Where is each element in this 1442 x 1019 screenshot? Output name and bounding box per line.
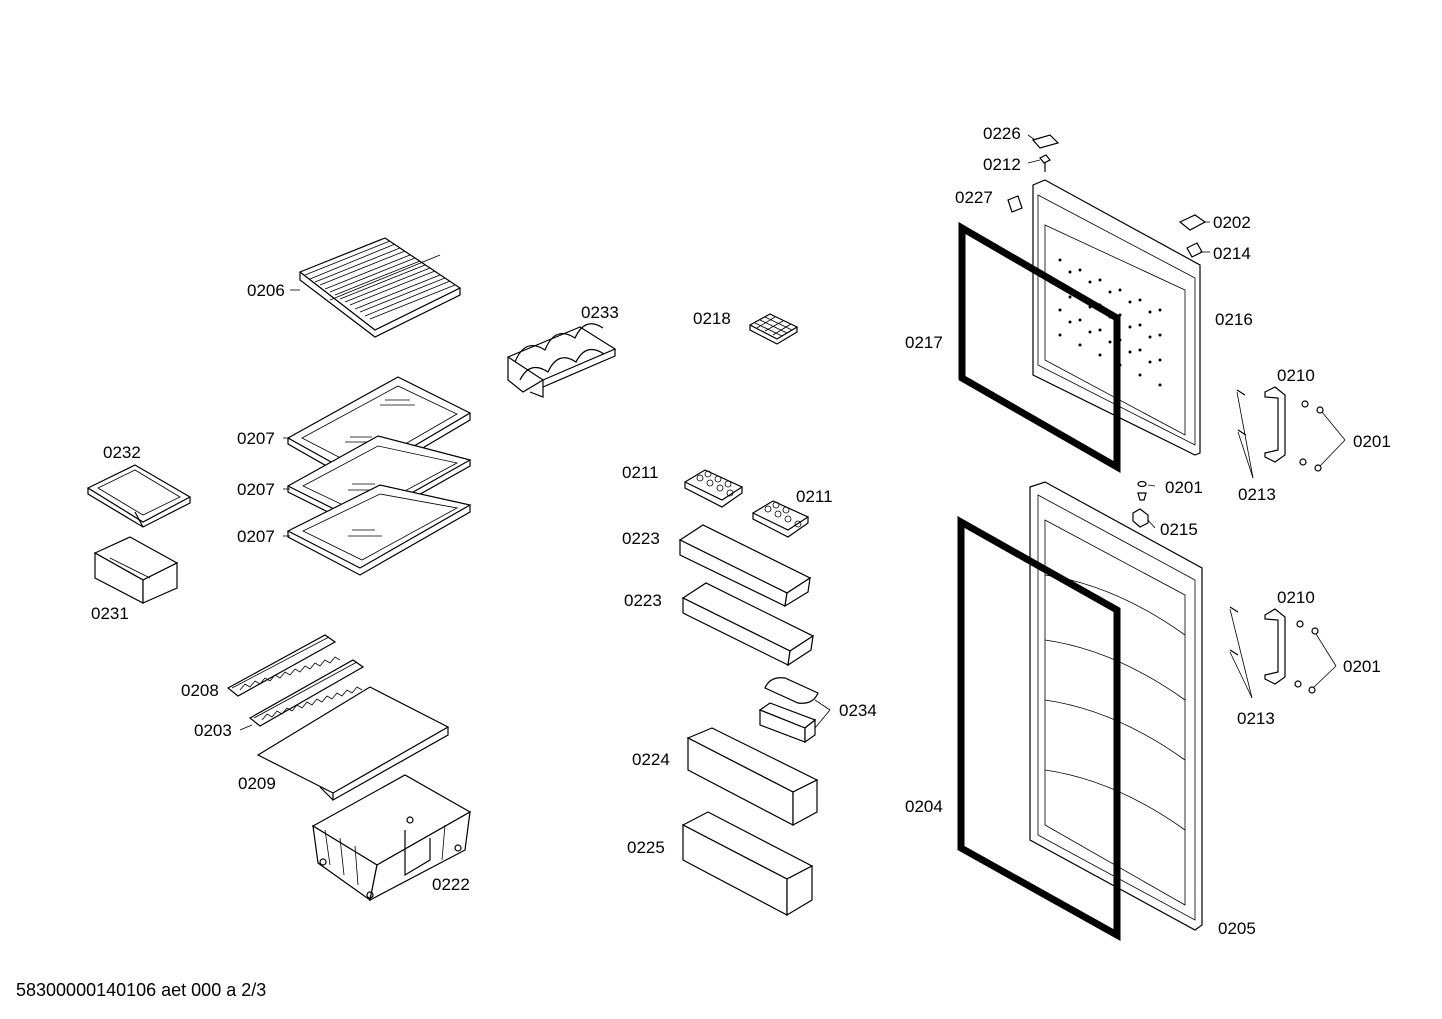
document-footer-code: 58300000140106 aet 000 a 2/3 [16, 980, 267, 1000]
label-0204: 0204 [905, 797, 943, 816]
label-0224: 0224 [632, 750, 670, 769]
label-0223-b: 0223 [624, 591, 662, 610]
hinge-part-0215 [1132, 508, 1149, 528]
handle-part-lower [1229, 606, 1319, 694]
label-0231: 0231 [91, 604, 129, 623]
hinge-cover-part-0226 [1031, 134, 1060, 149]
freezer-gasket-part [958, 221, 1121, 474]
glass-plate-part [256, 686, 450, 802]
label-0201-c: 0201 [1343, 657, 1381, 676]
label-0232: 0232 [103, 443, 141, 462]
pad-part-0227 [1007, 195, 1023, 213]
ice-tray-part [748, 313, 799, 345]
crisper-drawer-part [311, 774, 472, 902]
door-shelf-part-2 [681, 582, 815, 667]
label-0223-a: 0223 [622, 529, 660, 548]
label-0208: 0208 [181, 681, 219, 700]
butter-dish-part [758, 677, 819, 744]
plug-part-0201 [1137, 480, 1147, 501]
bottle-bin-part [681, 811, 814, 917]
label-0213-a: 0213 [1238, 485, 1276, 504]
leader-lines [239, 134, 1346, 731]
small-box-part [93, 536, 179, 604]
label-0227: 0227 [955, 188, 993, 207]
label-0212: 0212 [983, 155, 1021, 174]
label-0234: 0234 [839, 701, 877, 720]
label-0225: 0225 [627, 838, 665, 857]
label-0210-b: 0210 [1277, 588, 1315, 607]
label-0201-a: 0201 [1353, 432, 1391, 451]
label-0209: 0209 [238, 774, 276, 793]
label-0207-a: 0207 [237, 429, 275, 448]
label-0217: 0217 [905, 333, 943, 352]
label-0205: 0205 [1218, 919, 1256, 938]
door-shelf-part-1 [678, 524, 812, 608]
label-0226: 0226 [983, 124, 1021, 143]
label-0202: 0202 [1213, 213, 1251, 232]
label-0214: 0214 [1213, 244, 1251, 263]
handle-part-upper [1236, 386, 1324, 472]
label-0213-b: 0213 [1237, 709, 1275, 728]
label-0211-b: 0211 [796, 487, 833, 506]
label-0233: 0233 [581, 303, 619, 322]
label-0218: 0218 [693, 309, 731, 328]
label-0201-b: 0201 [1165, 478, 1203, 497]
wire-shelf-part [298, 237, 462, 338]
strip-part-0208 [226, 634, 341, 697]
cover-part-0202 [1178, 214, 1207, 231]
label-0207-b: 0207 [237, 480, 275, 499]
label-0203: 0203 [194, 721, 232, 740]
label-0207-c: 0207 [237, 527, 275, 546]
label-0222: 0222 [432, 875, 470, 894]
egg-tray-part-2 [751, 500, 810, 538]
label-0216: 0216 [1215, 310, 1253, 329]
bottle-rack-part [506, 323, 617, 398]
small-shelf-part [86, 464, 192, 528]
bracket-part-0214 [1186, 242, 1203, 258]
label-0215: 0215 [1160, 520, 1198, 539]
hinge-pin-part-0212 [1039, 154, 1051, 172]
fridge-gasket-part [957, 516, 1121, 941]
door-bin-part [686, 727, 819, 827]
glass-shelf-part-3 [286, 484, 472, 576]
label-0210-a: 0210 [1277, 366, 1315, 385]
egg-tray-part-1 [683, 469, 744, 508]
strip-part-0203 [248, 659, 365, 727]
label-0206: 0206 [247, 281, 285, 300]
label-0211-a: 0211 [622, 463, 659, 482]
